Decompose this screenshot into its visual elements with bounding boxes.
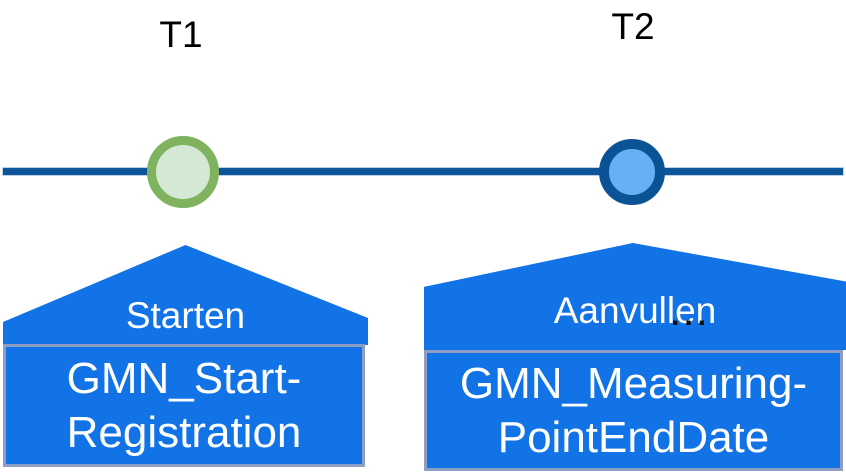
event-box-text: GMN_Start- Registration — [66, 353, 302, 457]
timeline-line — [3, 168, 843, 175]
event-box-start-registration: GMN_Start- Registration — [3, 344, 365, 467]
event-phase-label: Aanvullen — [553, 290, 717, 331]
event-callout-starten: Starten — [3, 245, 368, 345]
event-callout-aanvullen: Aanvullen ... — [424, 243, 846, 350]
event-phase-label: Starten — [125, 295, 246, 336]
overflow-ellipsis: ... — [671, 299, 712, 332]
milestone-t2-circle — [599, 139, 665, 205]
event-box-measuringpoint-enddate: GMN_Measuring- PointEndDate — [424, 350, 843, 471]
timepoint-label-t2: T2 — [611, 6, 655, 47]
event-box-text: GMN_Measuring- PointEndDate — [459, 358, 808, 462]
milestone-t1-circle — [147, 136, 219, 208]
timepoint-label-t1: T1 — [159, 14, 203, 55]
